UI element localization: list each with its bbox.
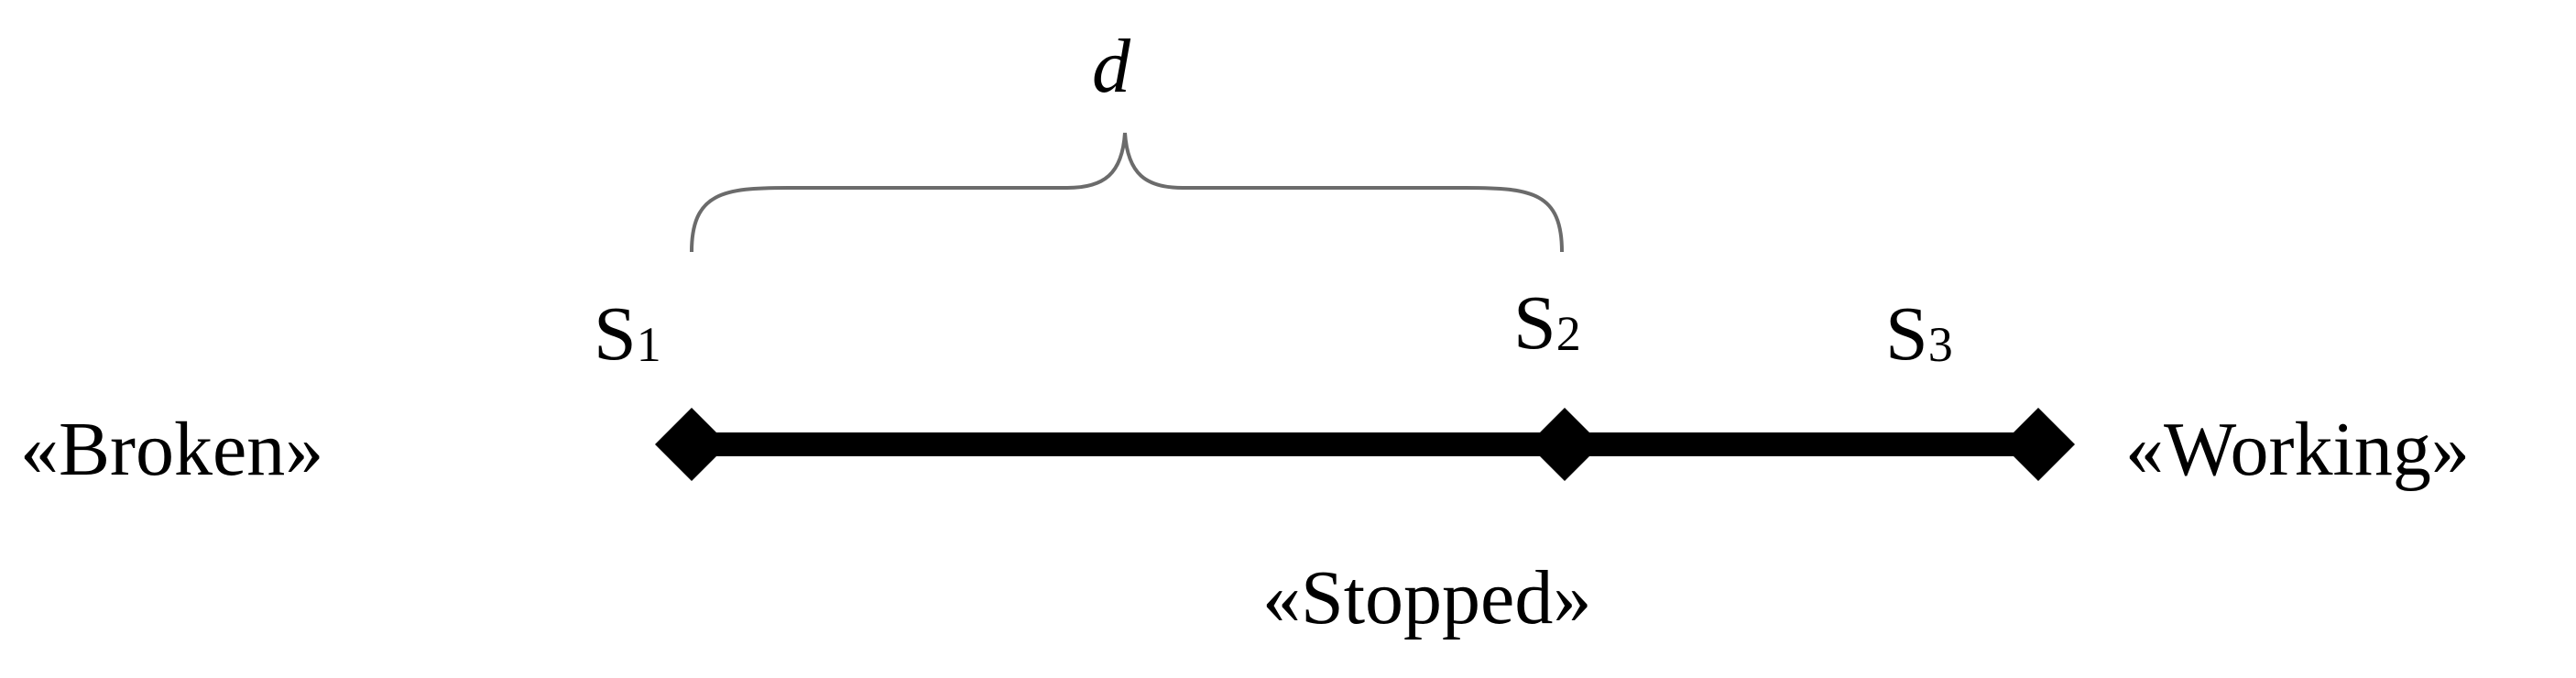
s2-letter: S [1513, 280, 1556, 366]
s1-letter: S [594, 291, 637, 377]
s3-subscript: 3 [1928, 317, 1953, 372]
s2-label: S2 [1513, 280, 1581, 366]
s1-label: S1 [594, 291, 661, 377]
s2-subscript: 2 [1556, 306, 1581, 361]
stopped-label: «Stopped» [1262, 555, 1591, 640]
working-label: «Working» [2125, 407, 2470, 492]
s1-marker [655, 408, 728, 481]
s2-marker [1528, 408, 1601, 481]
broken-label: «Broken» [20, 407, 323, 492]
s1-subscript: 1 [637, 317, 661, 372]
distance-brace [690, 132, 1564, 253]
s3-letter: S [1885, 291, 1928, 377]
distance-label: d [1092, 24, 1131, 109]
s3-marker [2002, 408, 2075, 481]
s3-label: S3 [1885, 291, 1953, 377]
